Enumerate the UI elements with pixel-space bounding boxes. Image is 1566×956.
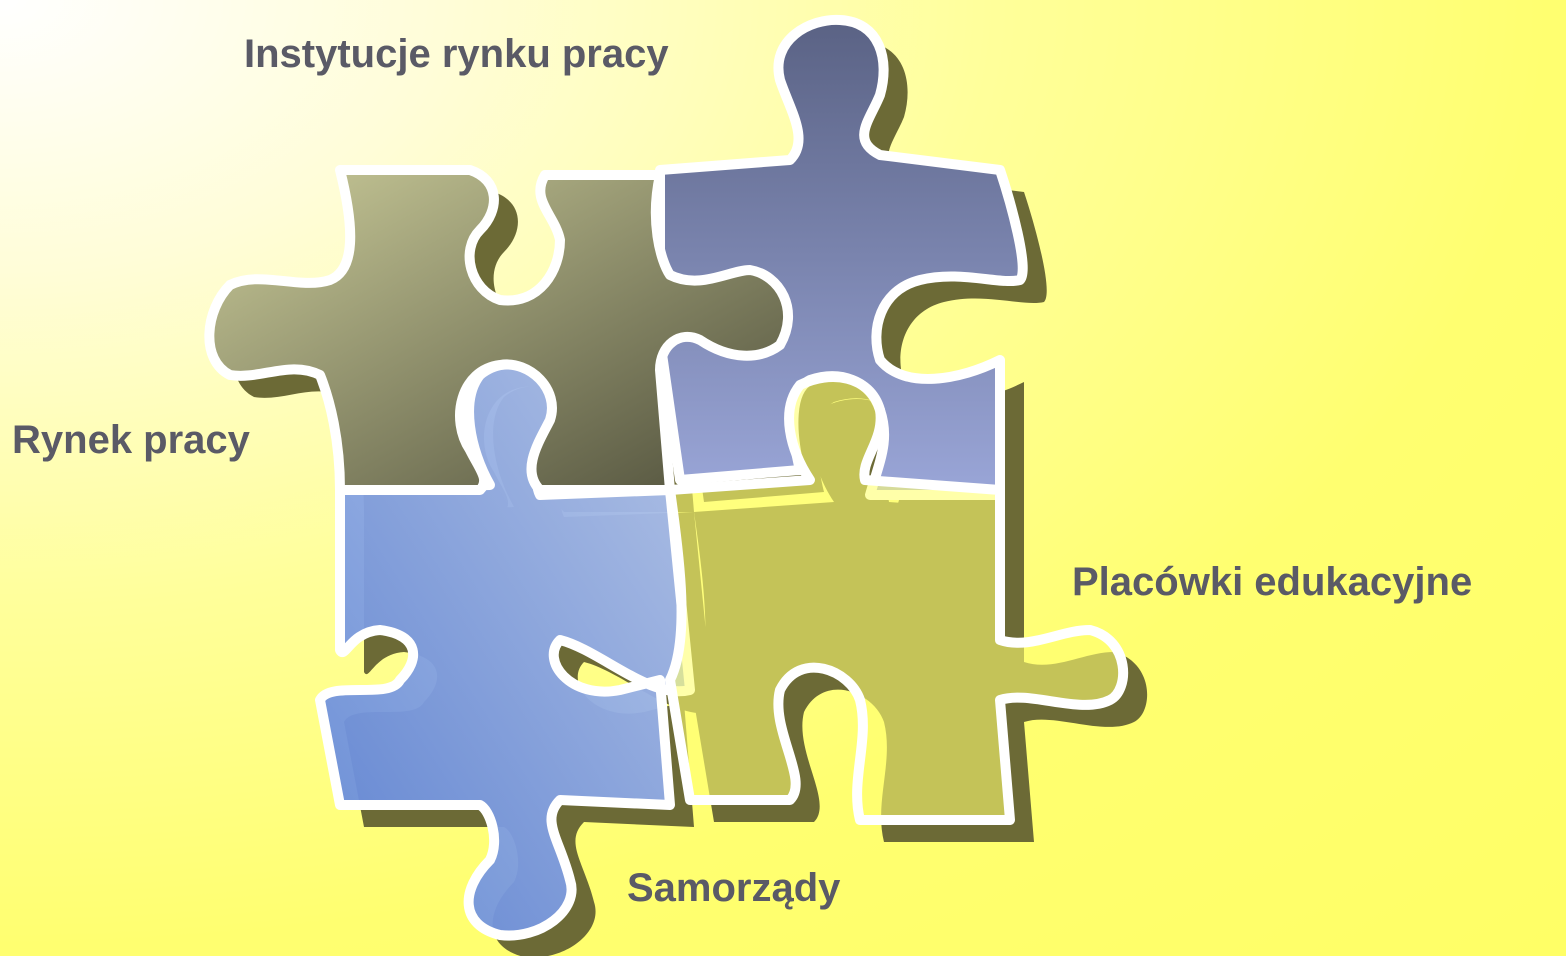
puzzle-pieces (204, 14, 1128, 941)
label-rynek-pracy: Rynek pracy (12, 418, 250, 462)
label-placowki-edukacyjne: Placówki edukacyjne (1072, 560, 1473, 604)
label-samorzady: Samorządy (627, 866, 841, 910)
piece-rynek (204, 165, 794, 495)
piece-placowki (665, 372, 1128, 825)
label-instytucje-rynku-pracy: Instytucje rynku pracy (244, 32, 669, 76)
